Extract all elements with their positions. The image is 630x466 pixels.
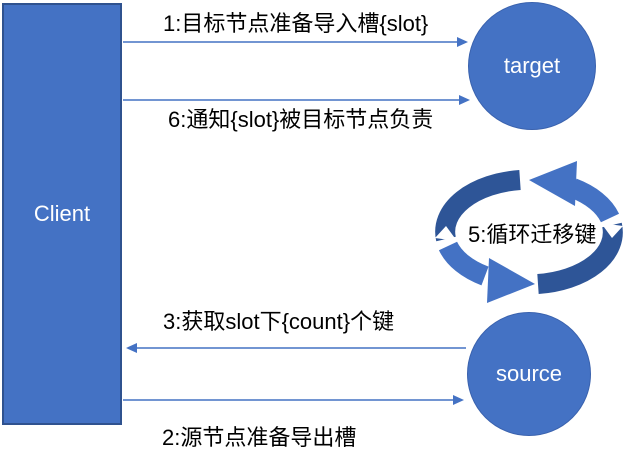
arrowhead-left-icon — [126, 343, 137, 353]
target-node: target — [468, 2, 596, 130]
source-node: source — [467, 312, 591, 436]
arrow-3-source-to-client — [126, 343, 466, 353]
source-node-label: source — [495, 361, 563, 386]
client-node-label: Client — [33, 201, 91, 226]
client-node: Client — [2, 3, 122, 425]
arrowhead-right-icon — [457, 37, 468, 47]
cycle-arrows-icon — [435, 161, 623, 303]
message-1-label: 1:目标节点准备导入槽{slot} — [163, 11, 429, 36]
arrow-6-client-to-target — [123, 95, 470, 105]
message-5-cycle-label: 5:循环迁移键 — [468, 222, 597, 247]
target-node-label: target — [503, 53, 561, 78]
arrowhead-right-icon — [453, 395, 464, 405]
message-2-label: 2:源节点准备导出槽 — [162, 425, 357, 450]
message-6-label: 6:通知{slot}被目标节点负责 — [168, 107, 434, 132]
arrowhead-right-icon — [459, 95, 470, 105]
arrow-2-client-to-source — [123, 395, 464, 405]
message-3-label: 3:获取slot下{count}个键 — [163, 309, 395, 334]
arrow-1-client-to-target — [123, 37, 468, 47]
